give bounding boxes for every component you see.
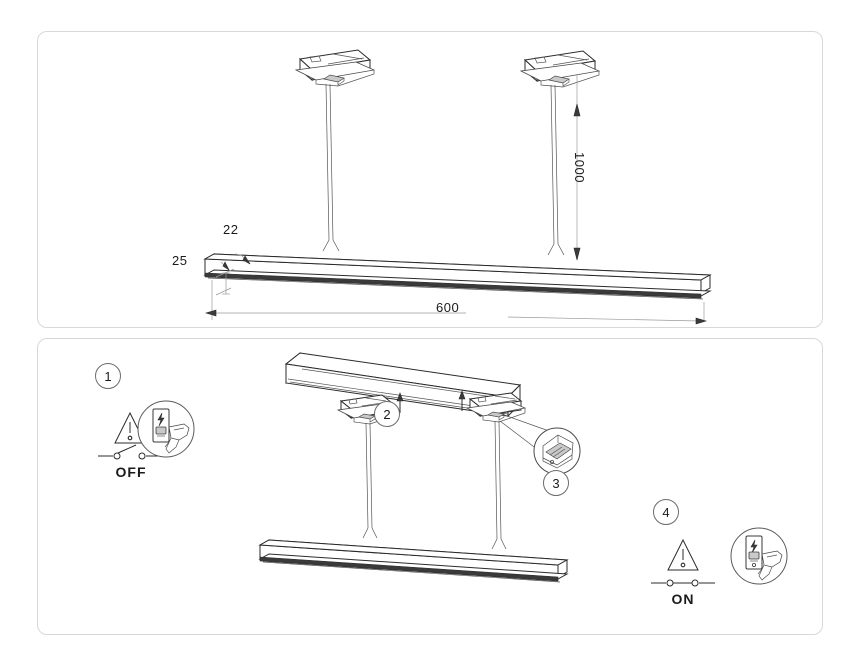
step-number-3: 3 [552,475,560,491]
luminaire-body-installed [258,539,569,583]
switch-closed-icon [651,579,715,587]
hand-breaker-on-icon [730,527,788,585]
length-dimension [204,280,708,325]
height-dimension [215,268,235,296]
suspension-cable-step2 [362,422,378,539]
suspension-cable-left [322,83,340,252]
dimension-drawing [203,49,712,325]
up-arrow-step2-icon [396,392,404,413]
warning-triangle-icon [114,411,146,444]
step-badge-1: 1 [95,363,121,389]
installation-steps-panel: 1 2 3 4 OFF ON [37,338,823,635]
step-number-4: 4 [662,504,670,520]
track-adapter-right-icon [519,50,601,88]
suspension-cable-right [547,84,565,256]
step-number-2: 2 [383,406,391,422]
power-off-label: OFF [115,464,147,480]
step-badge-2: 2 [374,401,400,427]
installation-drawing [98,351,788,587]
power-on-label: ON [671,591,695,607]
warning-triangle-icon-on [667,538,699,571]
step-badge-4: 4 [653,499,679,525]
step-badge-3: 3 [543,470,569,496]
dimension-panel: 22 25 600 1000 [37,31,823,328]
dimension-value-25: 25 [172,253,188,268]
step-number-1: 1 [104,368,112,384]
track-adapter-step3-icon [465,392,527,423]
drop-dimension [573,74,581,261]
track-adapter-left-icon [294,49,376,87]
dimension-value-22: 22 [223,222,239,237]
detail-circle-icon [533,427,581,475]
suspension-cable-step3 [491,420,507,550]
width-dimension-leader [220,253,251,271]
hand-breaker-off-icon [137,400,195,458]
up-arrow-step3-icon [458,390,466,411]
luminaire-body [203,253,712,300]
dimension-value-600: 600 [436,300,460,315]
dimension-value-1000: 1000 [572,152,587,183]
